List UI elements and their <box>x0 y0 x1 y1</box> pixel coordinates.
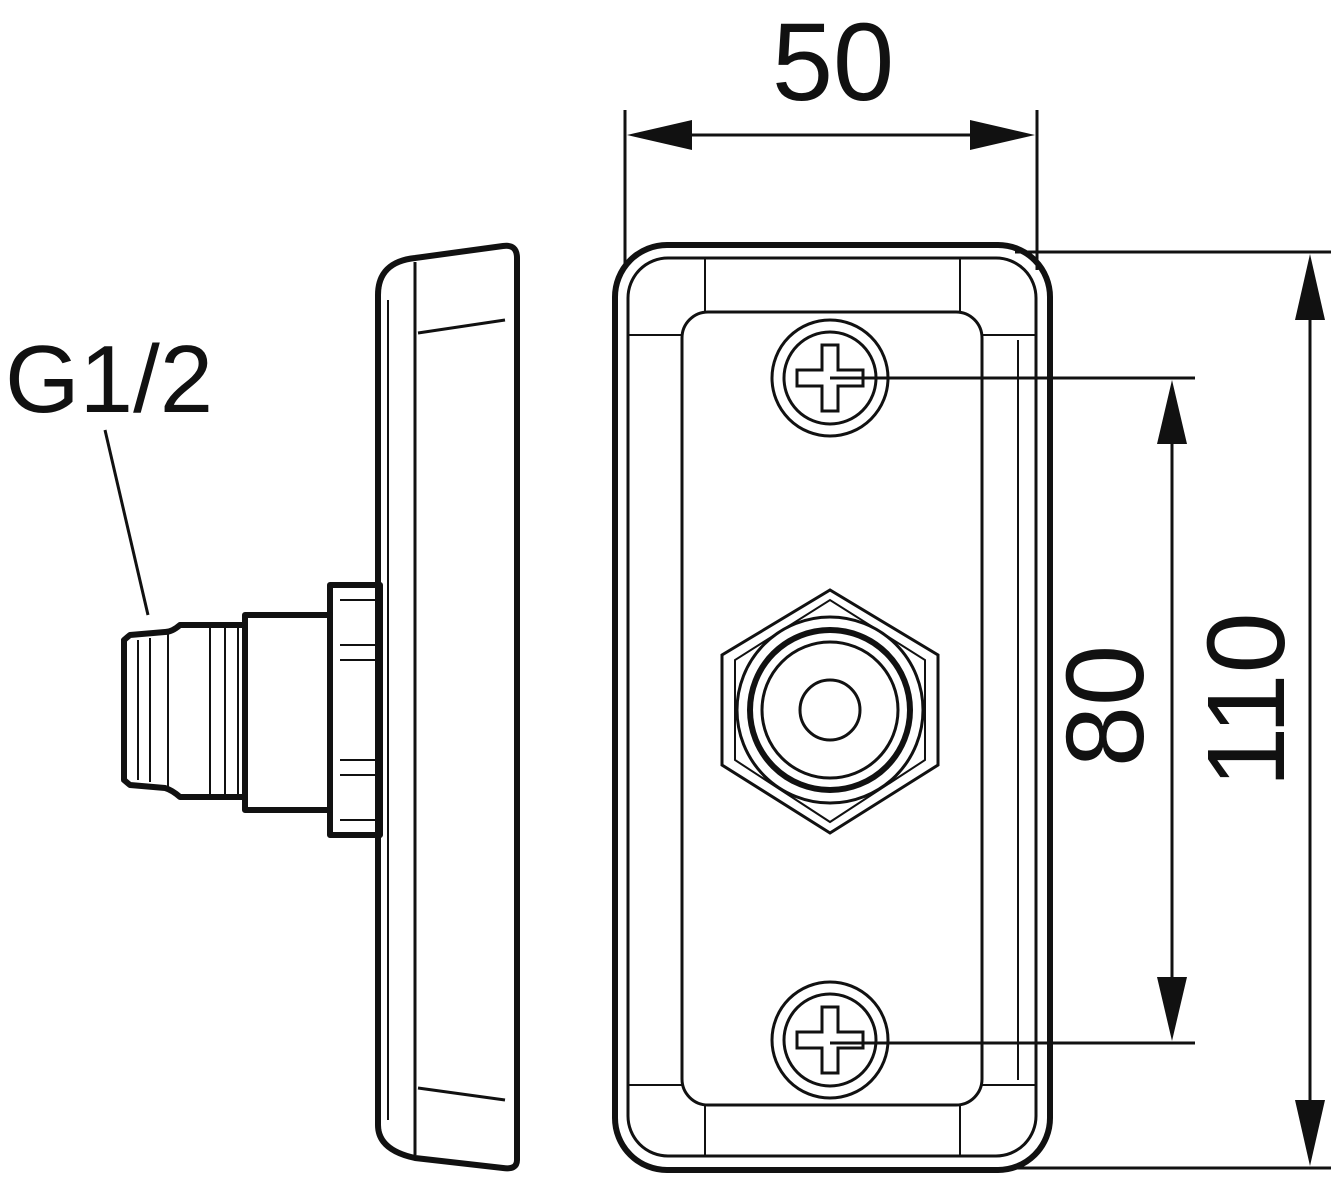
screw-bottom <box>770 980 890 1100</box>
spacing-dimension-label: 80 <box>1044 645 1167 767</box>
front-view <box>612 242 1053 1173</box>
dimension-80 <box>830 376 1195 1045</box>
dimension-110 <box>1015 250 1331 1170</box>
thread-label: G1/2 <box>5 326 213 433</box>
height-dimension-label: 110 <box>1185 612 1308 787</box>
dimension-50 <box>623 110 1039 270</box>
side-view <box>103 242 520 1172</box>
leader-line <box>103 429 150 616</box>
width-dimension-label: 50 <box>772 1 894 124</box>
